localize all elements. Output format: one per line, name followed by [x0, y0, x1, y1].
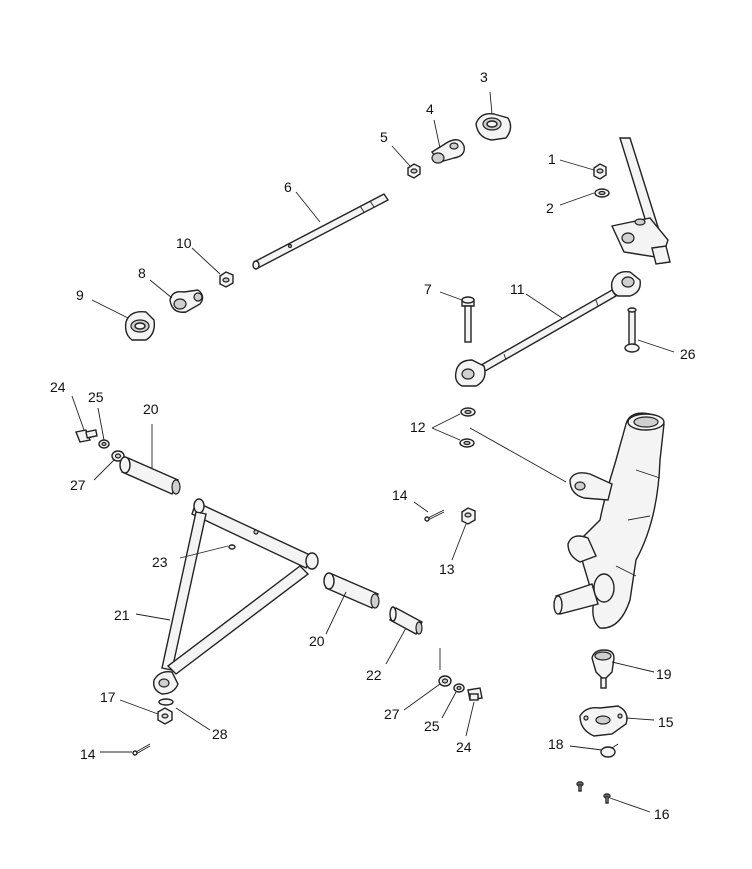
callout-24-left: 24 [50, 379, 66, 395]
part-screws-16 [576, 781, 611, 804]
callout-27-left: 27 [70, 477, 86, 493]
callout-10: 10 [176, 235, 192, 251]
callout-25-left: 25 [88, 389, 104, 405]
callout-25-right: 25 [424, 718, 440, 734]
part-washer-25b [453, 683, 465, 693]
callout-3: 3 [480, 69, 488, 85]
callout-18: 18 [548, 736, 564, 752]
part-bushing-20a [119, 456, 181, 495]
part-bolt-7 [461, 296, 475, 343]
part-rod-end-3 [475, 113, 512, 141]
part-tie-rod-11 [454, 271, 641, 387]
part-nut-10 [219, 271, 234, 288]
part-washer-28 [158, 698, 174, 706]
part-bolt-24b [467, 687, 483, 701]
part-nut-13 [461, 507, 476, 525]
callout-9: 9 [76, 287, 84, 303]
callout-13: 13 [439, 561, 455, 577]
part-rod-end-9 [124, 311, 156, 341]
callout-12: 12 [410, 419, 426, 435]
part-bolt-26 [624, 307, 640, 353]
callout-5: 5 [380, 129, 388, 145]
callout-8: 8 [138, 265, 146, 281]
part-ball-joint-19 [591, 649, 615, 689]
part-washer-27a [111, 450, 125, 462]
part-tie-rod-end-4 [430, 139, 465, 164]
part-bushing-20b [323, 572, 380, 609]
callout-21: 21 [114, 607, 130, 623]
callout-19: 19 [656, 666, 672, 682]
callout-7: 7 [424, 281, 432, 297]
part-washer-25a [98, 439, 110, 449]
part-spindle-knuckle [553, 412, 665, 629]
part-nut-17 [157, 707, 173, 725]
part-bushing-22 [389, 606, 423, 635]
callout-4: 4 [426, 101, 434, 117]
callout-1: 1 [548, 151, 556, 167]
callout-28: 28 [212, 726, 228, 742]
part-steering-post [610, 137, 671, 265]
part-a-arm-21 [152, 498, 319, 695]
part-plate-15 [579, 705, 628, 737]
callout-2: 2 [546, 200, 554, 216]
part-nut-1 [593, 163, 607, 180]
callout-23: 23 [152, 554, 168, 570]
callout-labels: 3 4 5 6 1 2 10 8 9 7 11 26 24 25 20 12 2… [50, 69, 696, 822]
leader-lines [71, 91, 675, 813]
callout-11: 11 [510, 281, 525, 297]
part-washer-2 [594, 188, 610, 198]
part-rod-6 [252, 193, 390, 270]
part-washer-27b [438, 675, 452, 687]
part-nut-5 [407, 163, 421, 179]
part-cotter-pin-14b [132, 743, 151, 756]
callout-17: 17 [100, 689, 116, 705]
callout-14-right: 14 [392, 487, 408, 503]
part-clip-18 [600, 743, 619, 758]
part-tie-rod-end-8 [169, 289, 204, 313]
part-washers-12 [459, 407, 476, 448]
callout-14-left: 14 [80, 746, 96, 762]
callout-27-right: 27 [384, 706, 400, 722]
part-bolt-24a [75, 429, 98, 443]
callout-20-right: 20 [309, 633, 325, 649]
callout-26: 26 [680, 346, 696, 362]
callout-22: 22 [366, 667, 382, 683]
callout-15: 15 [658, 714, 674, 730]
part-cotter-pin-14a [424, 509, 445, 522]
callout-16: 16 [654, 806, 670, 822]
callout-6: 6 [284, 179, 292, 195]
callout-20-left: 20 [143, 401, 159, 417]
callout-24-right: 24 [456, 739, 472, 755]
